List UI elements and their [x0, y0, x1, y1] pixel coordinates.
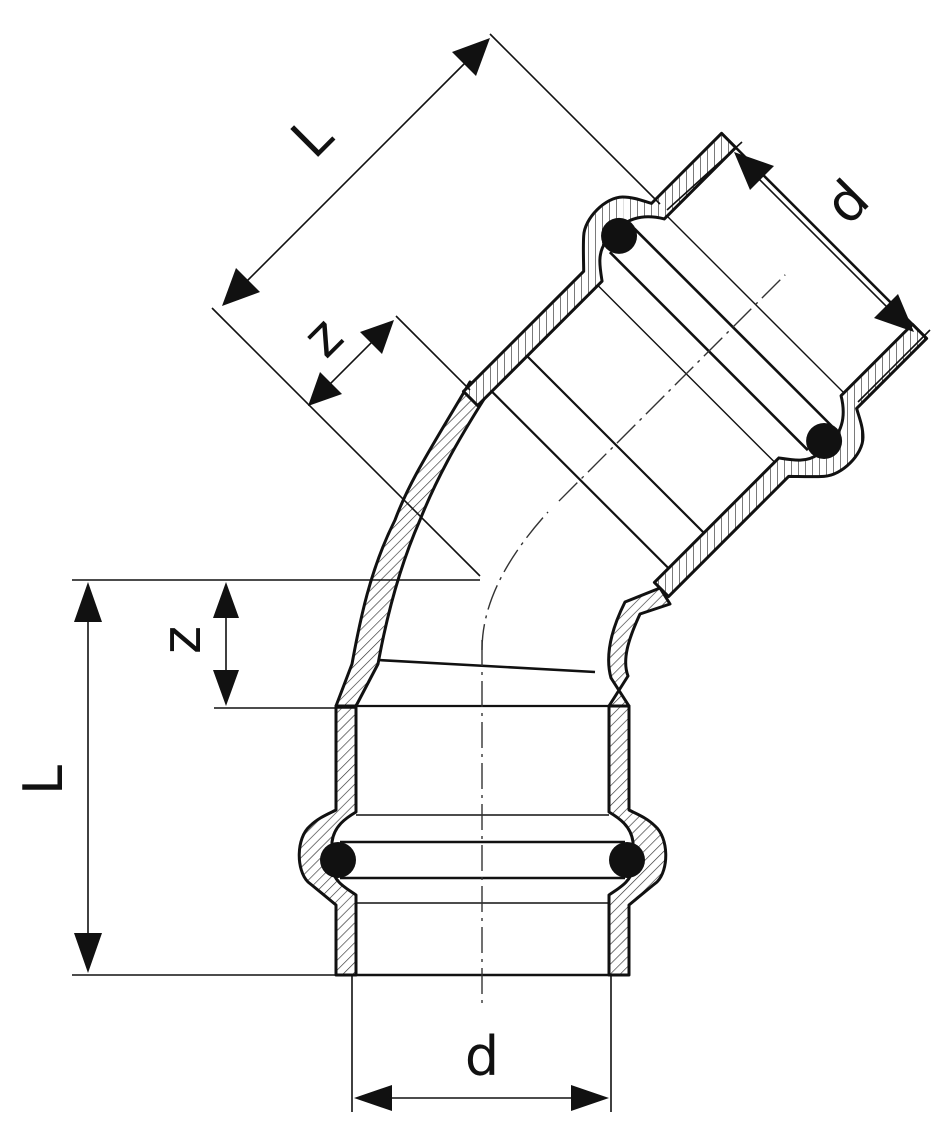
- bottom-socket-left-wall: [297, 704, 358, 977]
- dim-d-bottom-arrow-left: [354, 1085, 392, 1111]
- dim-L-top-arrow-left: [222, 268, 260, 306]
- bend-inner-wall: [607, 586, 672, 708]
- top-socket-depth-line-2: [526, 355, 705, 534]
- top-lower-oring: [806, 422, 843, 459]
- bottom-left-oring: [320, 842, 356, 878]
- top-socket-upper-wall: [461, 131, 738, 408]
- top-socket-depth-line: [490, 390, 670, 570]
- bottom-socket-right-wall: [607, 704, 668, 977]
- dim-L-top-label: L: [279, 104, 345, 170]
- top-groove-line-4: [666, 215, 845, 394]
- dim-d-top-ext-lower: [857, 329, 931, 403]
- dim-d-top-arrow-lower: [874, 294, 914, 332]
- dim-z-top-ext: [395, 315, 471, 391]
- top-socket-lower-wall: [652, 322, 929, 599]
- dim-z-top-label: z: [291, 305, 356, 370]
- dim-d-bottom-arrow-right: [571, 1085, 609, 1111]
- top-upper-oring: [601, 217, 638, 254]
- bottom-socket: [297, 704, 668, 977]
- dim-L-top-arrow-right: [452, 38, 490, 76]
- dim-z-top-arrow-right: [360, 320, 394, 354]
- dim-d-top-arrow-upper: [734, 152, 774, 190]
- top-socket: [461, 131, 929, 599]
- dim-L-bottom-label: L: [12, 765, 75, 795]
- dim-z-bottom-arrow-up: [213, 582, 239, 618]
- dim-bottom-L: L: [12, 579, 480, 976]
- dim-d-top-line: [745, 165, 901, 321]
- dim-z-bottom-arrow-down: [213, 670, 239, 706]
- dim-z-bottom-label: z: [150, 626, 213, 654]
- dim-z-top-arrow-left: [308, 372, 342, 406]
- dim-d-top-ext-upper: [666, 141, 743, 211]
- dim-L-bottom-arrow-up: [74, 582, 102, 622]
- bend-seam-line: [377, 658, 596, 674]
- dim-L-top-line: [235, 51, 477, 293]
- dim-L-top-ext-right: [489, 33, 661, 205]
- dim-L-bottom-arrow-down: [74, 933, 102, 973]
- bend-outer-wall: [334, 380, 488, 708]
- bend-centerline-arc: [481, 511, 549, 651]
- dim-bottom-d: d: [351, 975, 612, 1112]
- elbow-bend-body: [334, 380, 672, 708]
- dim-bottom-z: z: [150, 582, 356, 709]
- dim-L-top-ext-left: [211, 307, 481, 577]
- dim-top-z: z: [291, 305, 471, 406]
- dim-top-d: d: [666, 141, 931, 403]
- dim-d-bottom-label: d: [465, 1025, 499, 1088]
- dim-top-L: L: [211, 33, 661, 577]
- bottom-right-oring: [609, 842, 645, 878]
- dim-d-top-label: d: [813, 168, 882, 237]
- top-socket-centerline: [558, 274, 786, 502]
